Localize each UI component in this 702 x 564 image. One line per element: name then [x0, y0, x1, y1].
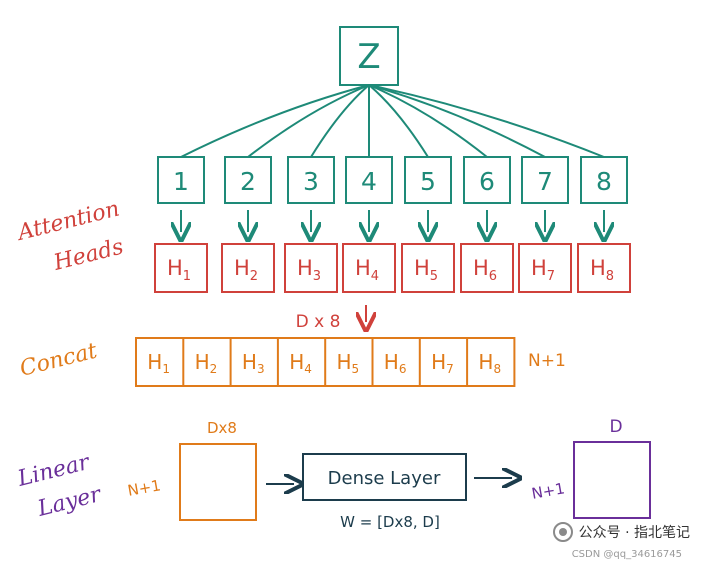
head-label: 5 — [420, 167, 436, 196]
head-label: 8 — [596, 167, 612, 196]
concat-label: Concat — [17, 339, 99, 382]
watermark-text: 公众号 · 指北笔记 — [578, 525, 690, 541]
linear-output-rows-label: N+1 — [530, 479, 566, 503]
dense-layer-box — [302, 453, 467, 501]
concat-cell-label: H4 — [289, 350, 312, 376]
watermark-source: CSDN @qq_34616745 — [571, 549, 682, 560]
head-box — [157, 156, 205, 204]
fan-line — [368, 84, 605, 158]
attention-output-label: H4 — [355, 256, 379, 284]
concat-rows-label: N+1 — [528, 351, 566, 371]
fan-line — [368, 84, 546, 158]
head-box — [345, 156, 393, 204]
concat-cell-label: H8 — [478, 350, 501, 376]
concat-cell-label: H5 — [337, 350, 360, 376]
head-label: 3 — [303, 167, 319, 196]
head-label: 7 — [537, 167, 553, 196]
attention-output-box — [342, 243, 396, 293]
weight-shape-label: W = [Dx8, D] — [340, 513, 440, 531]
dense-layer-label: Dense Layer — [328, 468, 441, 489]
concat-cell-label: H6 — [384, 350, 407, 376]
fan-line — [180, 84, 370, 158]
head-box — [404, 156, 452, 204]
head-boxes: 1 2 3 4 5 6 7 8 — [157, 156, 628, 232]
concat-cell-label: H1 — [147, 350, 170, 376]
fan-line — [368, 84, 488, 158]
attention-output-boxes: H1 H2 H3 H4 H5 H6 H7 H8 — [154, 243, 631, 293]
concat-row: H1 H2 H3 H4 H5 H6 H7 H8 — [135, 337, 516, 387]
head-label: 4 — [361, 167, 377, 196]
attention-output-box — [577, 243, 631, 293]
linear-input-rows-label: N+1 — [126, 476, 162, 500]
fan-line — [368, 84, 429, 158]
attention-output-label: H2 — [234, 256, 258, 284]
head-label: 1 — [173, 167, 189, 196]
wechat-icon — [552, 522, 573, 542]
head-box — [521, 156, 569, 204]
attention-output-label: H7 — [531, 256, 555, 284]
attention-output-box — [460, 243, 514, 293]
attention-output-label: H5 — [414, 256, 438, 284]
attention-output-label: H1 — [167, 256, 191, 284]
attention-output-label: H6 — [473, 256, 497, 284]
attention-output-box — [518, 243, 572, 293]
fan-lines — [180, 84, 605, 158]
attention-output-box — [284, 243, 338, 293]
attention-output-box — [401, 243, 455, 293]
head-label: 2 — [240, 167, 256, 196]
concat-cell-label: H3 — [242, 350, 265, 376]
linear-layer-label-line2: Layer — [34, 482, 104, 522]
head-box — [580, 156, 628, 204]
fan-line — [310, 84, 370, 158]
linear-output-matrix — [573, 441, 651, 519]
concat-cell-label: H2 — [195, 350, 218, 376]
attention-output-box — [221, 243, 275, 293]
attention-output-label: H3 — [297, 256, 321, 284]
attention-output-box — [154, 243, 208, 293]
watermark: 公众号 · 指北笔记 — [552, 522, 690, 542]
linear-output-cols-label: D — [609, 417, 622, 437]
z-label: Z — [357, 37, 380, 77]
concat-dim-label: D x 8 — [296, 312, 341, 332]
head-box — [463, 156, 511, 204]
head-box — [287, 156, 335, 204]
head-label: 6 — [479, 167, 495, 196]
concat-cell-label: H7 — [431, 350, 454, 376]
linear-input-cols-label: Dx8 — [207, 419, 237, 437]
head-box — [224, 156, 272, 204]
fan-line — [247, 84, 370, 158]
linear-input-matrix — [179, 443, 257, 521]
attention-heads-label-line2: Heads — [50, 234, 126, 276]
attention-output-label: H8 — [590, 256, 614, 284]
